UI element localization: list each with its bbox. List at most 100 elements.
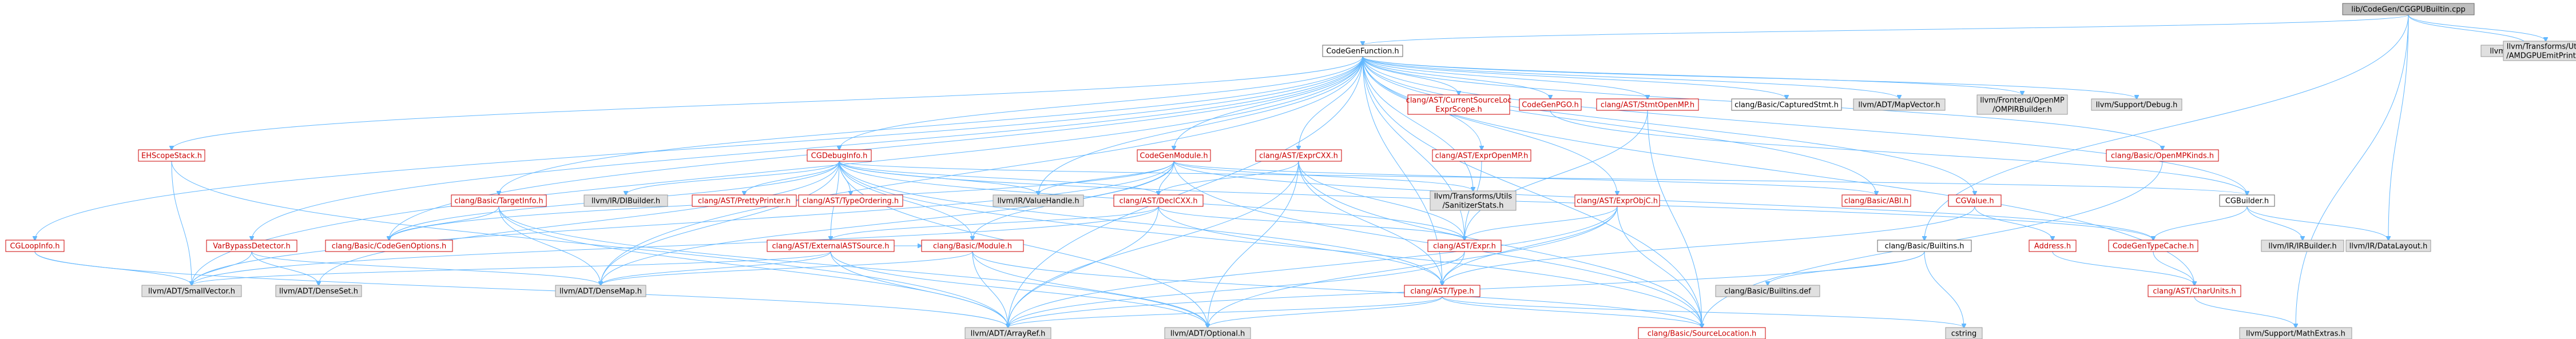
node-label: clang/AST/ExprOpenMP.h	[1435, 152, 1529, 161]
node-box	[1596, 98, 1699, 111]
node-box	[2029, 240, 2077, 252]
node-builtins[interactable]: clang/Basic/Builtins.h	[1877, 240, 1972, 252]
node-cgpgo[interactable]: CodeGenPGO.h	[1519, 98, 1582, 111]
node-box	[451, 194, 547, 207]
edge-cgmodule-to-smallvector	[192, 161, 1174, 285]
node-prettyprinter[interactable]: clang/AST/PrettyPrinter.h	[692, 194, 797, 207]
node-label: clang/AST/CurrentSourceLoc	[1406, 97, 1512, 105]
node-cgdebug[interactable]: CGDebugInfo.h	[807, 149, 872, 162]
node-label: EHScopeStack.h	[141, 152, 202, 161]
node-address[interactable]: Address.h	[2029, 240, 2077, 252]
edge-cgf-to-ompbuilder	[1362, 56, 2022, 95]
node-box	[206, 240, 297, 252]
node-box	[584, 194, 668, 207]
edge-declcxx-to-extsource	[831, 206, 1159, 240]
edge-exprcxx-to-type	[1298, 161, 1442, 285]
node-label: cstring	[1951, 330, 1976, 338]
node-sanitizer: llvm/Transforms/Utils/SanitizerStats.h	[1430, 190, 1517, 211]
node-label: CGDebugInfo.h	[811, 152, 868, 161]
edge-cgbuilder-to-datalayout	[2246, 206, 2388, 240]
node-openmpkinds[interactable]: clang/Basic/OpenMPKinds.h	[2106, 149, 2219, 162]
edge-root-to-cgf	[1363, 14, 2409, 45]
node-typecache[interactable]: CodeGenTypeCache.h	[2108, 240, 2198, 252]
node-box	[1841, 194, 1911, 207]
node-label: clang/AST/Expr.h	[1433, 242, 1496, 251]
edge-type-to-optional	[1208, 296, 1443, 328]
node-box	[2106, 149, 2219, 162]
edge-exprcxx-to-arrayref	[1008, 161, 1299, 328]
edge-extsource-to-optional	[830, 251, 1208, 328]
node-box	[1113, 194, 1204, 207]
node-label: CGLoopInfo.h	[10, 242, 59, 251]
node-exprcxx[interactable]: clang/AST/ExprCXX.h	[1255, 149, 1342, 162]
edge-builtins-to-cstring	[1924, 251, 1964, 328]
edge-cgf-to-captured	[1362, 56, 1787, 99]
node-module[interactable]: clang/Basic/Module.h	[921, 240, 1024, 252]
node-box	[1407, 94, 1510, 115]
node-smallvector: llvm/ADT/SmallVector.h	[141, 285, 242, 297]
edge-declcxx-to-type	[1158, 206, 1442, 285]
edge-cgbuilder-to-irbuilder	[2246, 206, 2303, 240]
edge-layer	[35, 14, 2546, 328]
node-extsource[interactable]: clang/AST/ExternalASTSource.h	[767, 240, 895, 252]
node-stmtomp[interactable]: clang/AST/StmtOpenMP.h	[1596, 98, 1699, 111]
edge-type-to-sourceloc	[1442, 296, 1702, 328]
node-label: llvm/Support/Debug.h	[2096, 101, 2178, 110]
node-cgvalue[interactable]: CGValue.h	[1948, 194, 2002, 207]
edge-cgmodule-to-sanitizer	[1173, 161, 1473, 191]
node-exprobjc[interactable]: clang/AST/ExprObjC.h	[1574, 194, 1660, 207]
node-typeordering[interactable]: clang/AST/TypeOrdering.h	[798, 194, 903, 207]
node-cgf[interactable]: CodeGenFunction.h	[1322, 45, 1403, 57]
edge-root-to-amdgpu	[2408, 14, 2546, 41]
node-captured[interactable]: clang/Basic/CapturedStmt.h	[1731, 98, 1842, 111]
node-box	[138, 149, 205, 162]
edge-varbypass-to-densemap	[251, 251, 601, 285]
edge-extsource-to-arrayref	[830, 251, 1008, 328]
node-cstring: cstring	[1945, 327, 1983, 339]
node-cgoptions[interactable]: clang/Basic/CodeGenOptions.h	[325, 240, 453, 252]
node-arrayref: llvm/ADT/ArrayRef.h	[964, 327, 1051, 339]
node-box	[1430, 190, 1517, 211]
node-cgbuilder[interactable]: CGBuilder.h	[2219, 194, 2275, 207]
edge-cgf-to-expr	[1362, 56, 1464, 240]
edge-cgmodule-to-valuehandle	[1038, 161, 1174, 195]
node-box	[1519, 98, 1582, 111]
node-declcxx[interactable]: clang/AST/DeclCXX.h	[1113, 194, 1204, 207]
edge-cgf-to-valuehandle	[1038, 56, 1363, 195]
node-label: llvm/ADT/Optional.h	[1170, 330, 1245, 338]
node-charunits[interactable]: clang/AST/CharUnits.h	[2148, 285, 2241, 297]
edge-type-to-arrayref	[1008, 296, 1443, 328]
edge-extsource-to-smallvector	[192, 251, 831, 285]
edge-exprcxx-to-declcxx	[1158, 161, 1299, 195]
edge-cgpgo-to-cgbuilder	[1550, 110, 2247, 195]
node-expr[interactable]: clang/AST/Expr.h	[1427, 240, 1502, 252]
node-label: clang/AST/Type.h	[1410, 288, 1474, 296]
node-varbypass[interactable]: VarBypassDetector.h	[206, 240, 297, 252]
node-label: llvm/Support/MathExtras.h	[2246, 330, 2345, 338]
node-cgmodule[interactable]: CodeGenModule.h	[1137, 149, 1211, 162]
edge-module-to-sourceloc	[972, 251, 1702, 328]
node-box	[555, 285, 646, 297]
node-cgloopinfo[interactable]: CGLoopInfo.h	[5, 240, 65, 252]
node-box	[1255, 149, 1342, 162]
node-box	[5, 240, 65, 252]
node-targetinfo[interactable]: clang/Basic/TargetInfo.h	[451, 194, 547, 207]
edge-exprobjc-to-optional	[1208, 206, 1618, 328]
node-exprompp[interactable]: clang/AST/ExprOpenMP.h	[1432, 149, 1531, 162]
node-label: CodeGenModule.h	[1140, 152, 1208, 161]
edge-module-to-arrayref	[972, 251, 1008, 328]
node-type[interactable]: clang/AST/Type.h	[1404, 285, 1480, 297]
node-sourceloc[interactable]: clang/Basic/SourceLocation.h	[1638, 327, 1766, 339]
node-label: Address.h	[2034, 242, 2071, 251]
node-label: clang/AST/StmtOpenMP.h	[1601, 101, 1694, 110]
node-label: clang/AST/ExprObjC.h	[1577, 197, 1658, 206]
node-label: llvm/Frontend/OpenMP	[1980, 97, 2065, 105]
node-box	[1948, 194, 2002, 207]
node-abi[interactable]: clang/Basic/ABI.h	[1841, 194, 1911, 207]
edge-cgf-to-cgloopinfo	[35, 56, 1363, 240]
edge-cgmodule-to-abi	[1173, 161, 1876, 195]
node-label: VarBypassDetector.h	[213, 242, 290, 251]
node-denseset: llvm/ADT/DenseSet.h	[275, 285, 362, 297]
node-ehscope[interactable]: EHScopeStack.h	[138, 149, 205, 162]
